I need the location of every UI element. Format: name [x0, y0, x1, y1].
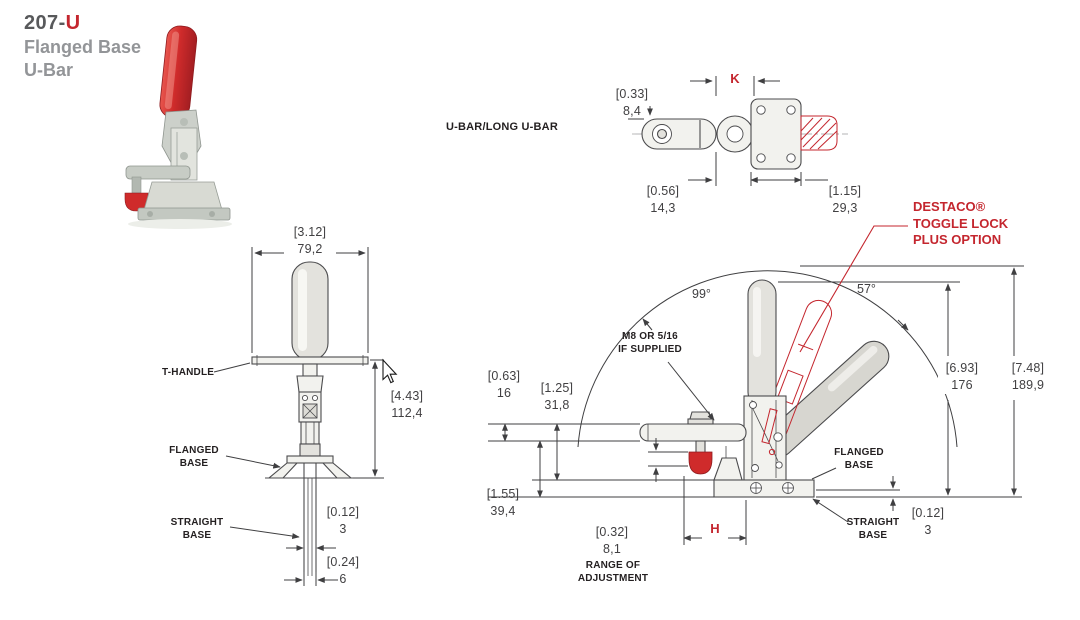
label-u-bar-long-u-bar: U-BAR/LONG U-BAR [446, 121, 558, 133]
label-flanged-base-side: FLANGED BASE [834, 447, 884, 471]
subtitle-line-2: U-Bar [24, 60, 74, 80]
label-t-handle: T-HANDLE [162, 367, 215, 378]
mouse-cursor [382, 358, 398, 384]
label-spindle-note: M8 OR 5/16 IF SUPPLIED [618, 331, 682, 355]
dim-handle-width: [3.12] 79,2 [293, 225, 327, 256]
toggle-lock-leader-line [799, 225, 908, 353]
dim-k-label: K [730, 71, 740, 86]
product-photo [124, 25, 232, 229]
subtitle-line-1: Flanged Base [24, 37, 142, 57]
dim-arm-to-tip: [0.63] 16 [487, 369, 521, 400]
handle-open-position [747, 279, 777, 407]
dim-arm-to-bottom: [1.55] 39,4 [486, 487, 520, 518]
front-view-dimensions [213, 247, 384, 586]
dim-clamp-height: [4.43] 112,4 [390, 389, 424, 420]
dim-arm-thickness: [0.33] 8,4 [615, 87, 649, 118]
model-number: 207- [24, 12, 66, 34]
dim-offset: [0.56] 14,3 [646, 184, 680, 215]
toggle-lock-mechanism [761, 408, 778, 456]
angle-open: 99° [692, 287, 711, 301]
handle-swing-arc [577, 270, 958, 448]
side-view-dimensions [488, 265, 1024, 545]
dim-height-open: [6.93] 176 [938, 360, 986, 394]
page-title: 207-U [24, 12, 80, 35]
spindle-red-tip [688, 451, 713, 475]
dim-stem-width: [0.12] 3 [326, 505, 360, 536]
dim-arm-to-base: [1.25] 31,8 [540, 381, 574, 412]
dim-base-thickness: [0.12] 3 [911, 506, 945, 537]
label-flanged-base-front: FLANGED BASE [169, 445, 219, 469]
mounting-holes [750, 482, 794, 494]
front-view-drawing [251, 261, 369, 576]
label-straight-base-side: STRAIGHT BASE [846, 517, 900, 541]
dim-adjustment-range: [0.32] 8,1 [595, 525, 629, 556]
top-view-drawing [632, 98, 848, 170]
angle-locked: 57° [857, 282, 876, 296]
toggle-lock-plus-note: DESTACO® TOGGLE LOCK PLUS OPTION [913, 199, 1009, 247]
model-suffix: U [65, 12, 81, 34]
handle-hatched-top-view [800, 115, 838, 151]
side-view-drawing [577, 270, 958, 498]
dim-h-label: H [710, 521, 720, 536]
dim-stem-outer-width: [0.24] 6 [326, 555, 360, 586]
label-straight-base-front: STRAIGHT BASE [170, 517, 224, 541]
dim-height-total: [7.48] 189,9 [1000, 360, 1056, 394]
label-range-of-adjustment: RANGE OF ADJUSTMENT [577, 560, 649, 584]
top-view-dimensions [628, 76, 828, 186]
base-plate [713, 479, 815, 498]
dim-base-width: [1.15] 29,3 [828, 184, 862, 215]
